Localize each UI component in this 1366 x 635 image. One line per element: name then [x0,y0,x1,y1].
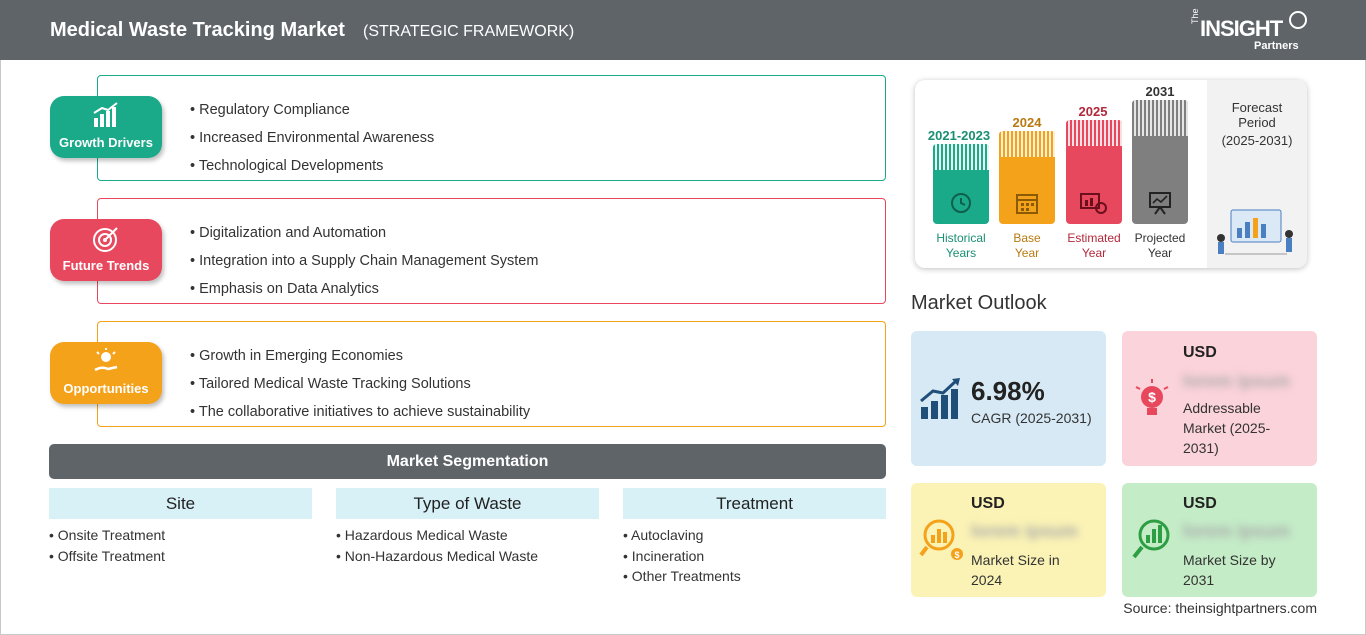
timeline-card: Forecast Period (2025-2031) 2021-2023 Hi… [915,80,1307,268]
opportunities-tag: Opportunities [50,342,162,404]
calendar-icon [1016,194,1038,214]
list-item: Technological Developments [190,152,434,180]
opportunities-box: Growth in Emerging Economies Tailored Me… [97,321,886,427]
presentation-icon [1149,192,1171,215]
future-trends-tag: Future Trends [50,219,162,281]
magnifier-growth-icon [1132,519,1170,559]
segment-header: Type of Waste [336,488,599,519]
period-caption: Estimated [1067,231,1121,245]
idea-hand-icon [94,348,118,372]
insight-partners-logo: The INSIGHT Partners [1190,8,1310,54]
period-caption: Base [1013,231,1041,245]
addressable-market-card: USD lorem ipsum $ Addressable Market (20… [1122,331,1317,466]
period-year: 2021-2023 [927,128,991,143]
segment-type-of-waste: Type of Waste Hazardous Medical Waste No… [336,488,599,566]
list-item: Incineration [623,546,886,567]
hidden-value: lorem ipsum [971,521,1079,541]
period-caption: Years [945,246,977,260]
hidden-value: lorem ipsum [1183,371,1291,391]
list-item: Digitalization and Automation [190,219,538,247]
logo-swoosh-icon [1289,11,1307,29]
cagr-card: 6.98% CAGR (2025-2031) [911,331,1106,466]
market-size-2024-card: USD lorem ipsum $ Market Size in 2024 [911,483,1106,597]
forecast-label: Period [1238,115,1276,130]
list-item: Hazardous Medical Waste [336,525,599,546]
period-caption: Year [1014,246,1040,260]
forecast-range: (2025-2031) [1221,133,1293,148]
list-item: Regulatory Compliance [190,96,434,124]
list-item: Tailored Medical Waste Tracking Solution… [190,370,530,398]
list-item: Other Treatments [623,566,886,587]
estimated-year-bar [1066,120,1122,224]
market-outlook-title: Market Outlook [911,292,1047,314]
list-item: Non-Hazardous Medical Waste [336,546,599,567]
currency-label: USD [971,495,1005,512]
logo-partners: Partners [1254,40,1299,52]
growth-chart-icon [93,102,118,127]
segment-header: Site [49,488,312,519]
analytics-illustration-icon [1217,209,1293,255]
currency-label: USD [1183,495,1217,512]
future-trends-label: Future Trends [62,258,150,273]
market-size-label: 2031 [1183,572,1215,588]
base-year-bar [999,131,1055,224]
period-caption: Year [1081,246,1107,260]
future-trends-list: Digitalization and Automation Integratio… [190,219,538,303]
logo-insight: INSIGHT [1200,16,1283,41]
page-subtitle: (STRATEGIC FRAMEWORK) [363,23,575,40]
source-citation: Source: theinsightpartners.com [1123,600,1317,616]
historical-bar [933,144,989,224]
period-caption: Year [1147,246,1173,260]
period-year: 2024 [1012,115,1042,130]
segment-treatment: Treatment Autoclaving Incineration Other… [623,488,886,587]
period-year: 2031 [1145,84,1175,99]
opportunities-list: Growth in Emerging Economies Tailored Me… [190,342,530,426]
growth-drivers-label: Growth Drivers [59,135,153,150]
future-trends-box: Digitalization and Automation Integratio… [97,198,886,304]
gear-chart-icon [1080,193,1107,214]
list-item: Integration into a Supply Chain Manageme… [190,247,538,275]
period-year: 2025 [1078,104,1108,119]
list-item: Offsite Treatment [49,546,312,567]
target-icon [93,227,118,252]
market-size-label: 2024 [971,572,1003,588]
list-item: Increased Environmental Awareness [190,124,434,152]
forecast-label: Forecast [1231,100,1283,115]
segment-header: Treatment [623,488,886,519]
growth-drivers-box: Regulatory Compliance Increased Environm… [97,75,886,181]
history-icon [951,193,971,213]
cagr-value: 6.98% [971,376,1045,406]
svg-text:$: $ [954,550,959,560]
list-item: Emphasis on Data Analytics [190,275,538,303]
svg-text:$: $ [1148,389,1156,405]
segment-site: Site Onsite Treatment Offsite Treatment [49,488,312,566]
market-segmentation-bar: Market Segmentation [49,444,886,479]
projected-year-bar [1132,100,1188,224]
growth-drivers-tag: Growth Drivers [50,96,162,158]
market-size-2031-card: USD lorem ipsum Market Size by 2031 [1122,483,1317,597]
cagr-label: CAGR (2025-2031) [971,410,1092,426]
dollar-bulb-icon: $ [1135,379,1169,415]
logo-the: The [1190,8,1200,24]
page-title: Medical Waste Tracking Market [50,19,345,41]
header-bar: Medical Waste Tracking Market (STRATEGIC… [0,0,1366,60]
currency-label: USD [1183,344,1217,361]
addressable-label: 2031) [1183,440,1219,456]
list-item: Onsite Treatment [49,525,312,546]
hidden-value: lorem ipsum [1183,521,1291,541]
period-caption: Historical [936,231,986,245]
list-item: Autoclaving [623,525,886,546]
list-item: Growth in Emerging Economies [190,342,530,370]
market-size-label: Market Size in [971,552,1060,568]
addressable-label: Addressable [1183,400,1261,416]
forecast-period-panel: Forecast Period (2025-2031) [1207,80,1307,268]
addressable-label: Market (2025- [1183,420,1271,436]
growth-drivers-list: Regulatory Compliance Increased Environm… [190,96,434,180]
opportunities-label: Opportunities [63,381,149,396]
period-caption: Projected [1134,231,1186,245]
magnifier-chart-icon: $ [919,519,963,560]
market-size-label: Market Size by [1183,552,1276,568]
list-item: The collaborative initiatives to achieve… [190,398,530,426]
rising-chart-icon [920,378,960,419]
